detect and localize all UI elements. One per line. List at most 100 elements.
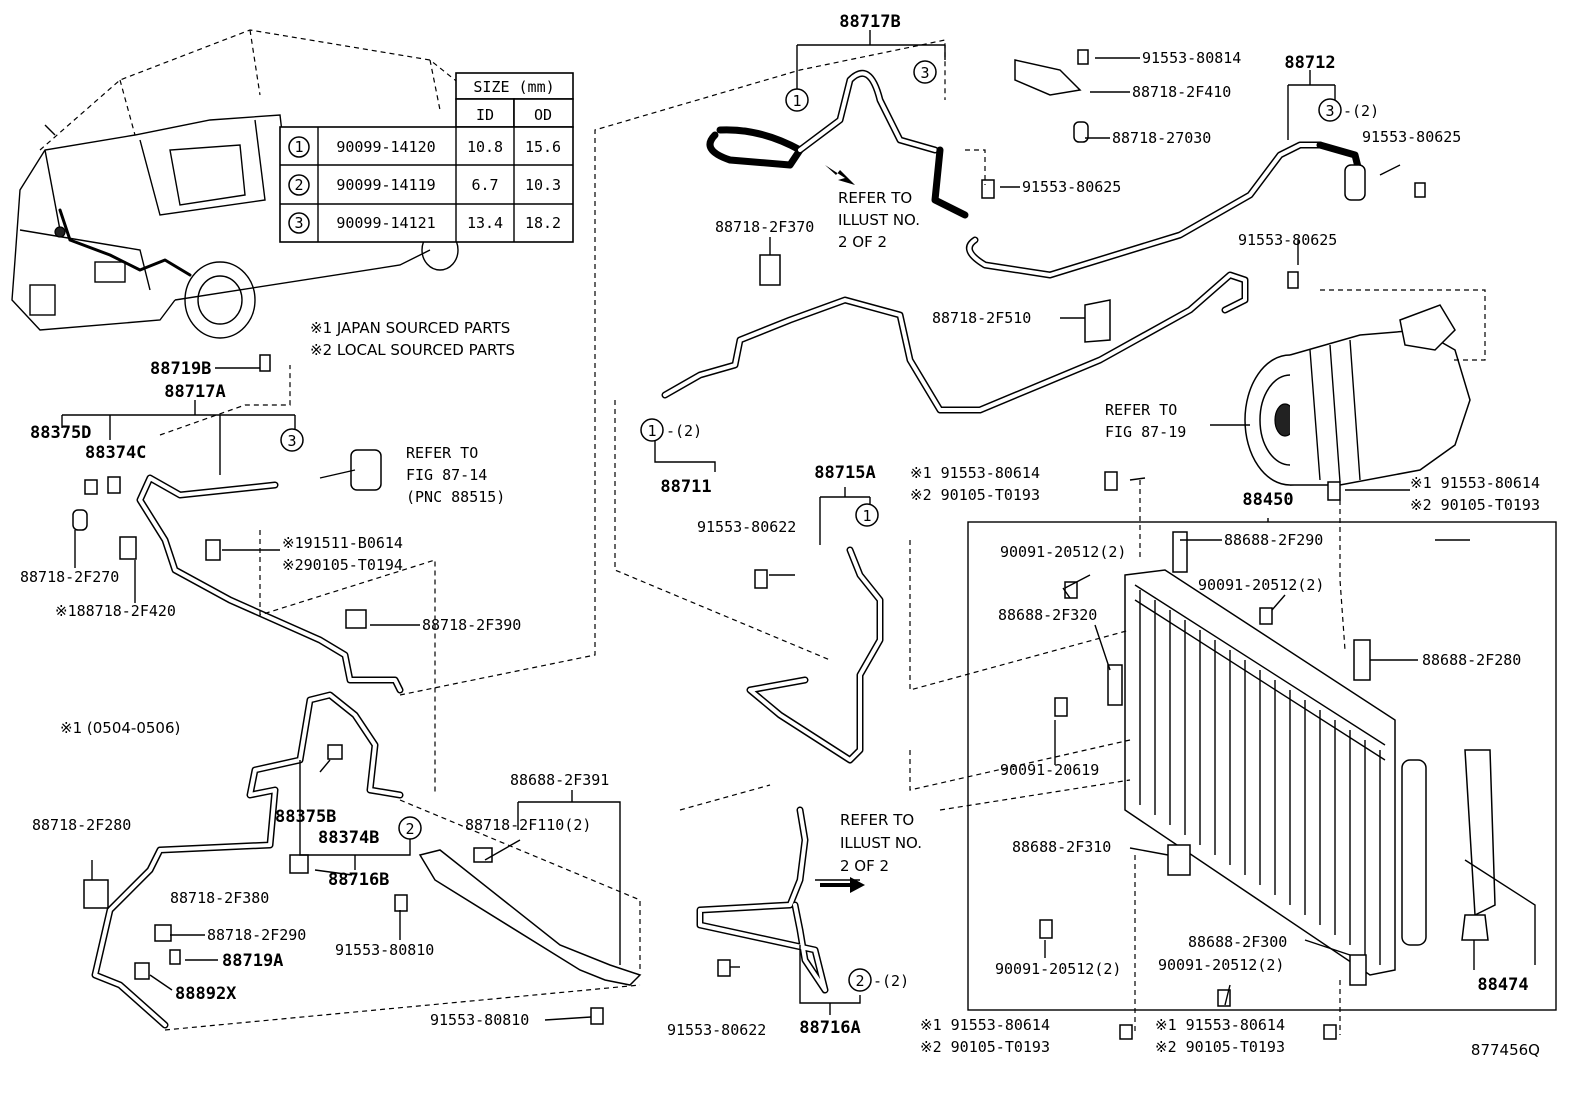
label-90091-20512-c: 90091-20512(2) <box>995 960 1121 978</box>
label-88711: 88711 <box>660 477 711 497</box>
figure-number: 877456Q <box>1471 1041 1540 1059</box>
label-91553-80814: 91553-80814 <box>1142 49 1241 67</box>
small-parts <box>72 49 1426 1040</box>
size-table-col-id: ID <box>476 106 494 124</box>
size-row-2-od: 10.3 <box>525 176 561 194</box>
size-row-3-id: 13.4 <box>467 214 503 232</box>
label-88719B: 88719B <box>150 359 211 379</box>
label-88716A: 88716A <box>799 1018 860 1038</box>
size-row-3-od: 18.2 <box>525 214 561 232</box>
size-table-col-od: OD <box>534 106 552 124</box>
size-row-1-id: 10.8 <box>467 138 503 156</box>
callout-3-88717A: 3 <box>287 432 296 450</box>
size-row-3-part: 90099-14121 <box>336 214 435 232</box>
pipes <box>91 69 1364 1029</box>
label-bottom-left-91553-80614: ※1 91553-80614 <box>920 1016 1050 1034</box>
compressor <box>1244 304 1471 486</box>
label-88374B: 88374B <box>318 828 379 848</box>
label-90091-20512-a: 90091-20512(2) <box>1000 543 1126 561</box>
label-91553-80810-left: 91553-80810 <box>335 941 434 959</box>
label-88718-2F290: 88718-2F290 <box>207 926 306 944</box>
label-right-91553-80614: ※1 91553-80614 <box>1410 474 1540 492</box>
size-row-3-num: 3 <box>294 214 303 232</box>
label-right-90105-T0193: ※2 90105-T0193 <box>1410 496 1540 514</box>
label-88450: 88450 <box>1242 490 1293 510</box>
refer-fig-87-14-line3: (PNC 88515) <box>406 488 505 506</box>
label-88688-2F310: 88688-2F310 <box>1012 838 1111 856</box>
label-88688-2F320: 88688-2F320 <box>998 606 1097 624</box>
refer-ill-top-line3: 2 OF 2 <box>838 233 887 251</box>
label-88688-2F280: 88688-2F280 <box>1422 651 1521 669</box>
refer-ill-top-line1: REFER TO <box>838 189 912 207</box>
label-91553-80810-right: 91553-80810 <box>430 1011 529 1029</box>
circle-callouts: 1 3 3 -(2) 1 -(2) 3 1 2 2 -(2) <box>280 60 1379 992</box>
size-row-2-id: 6.7 <box>471 176 498 194</box>
label-91553-80622-top: 91553-80622 <box>697 518 796 536</box>
label-88716B: 88716B <box>328 870 389 890</box>
label-91511-B0614: ※191511-B0614 <box>282 534 403 552</box>
label-88892X: 88892X <box>175 984 237 1004</box>
label-90091-20512-b: 90091-20512(2) <box>1198 576 1324 594</box>
label-88718-2F110: 88718-2F110(2) <box>465 816 591 834</box>
label-bottom-right-91553-80614: ※1 91553-80614 <box>1155 1016 1285 1034</box>
label-91553-80625-right: 91553-80625 <box>1362 128 1461 146</box>
size-row-2-part: 90099-14119 <box>336 176 435 194</box>
label-88718-2F370: 88718-2F370 <box>715 218 814 236</box>
label-90091-20512-d: 90091-20512(2) <box>1158 956 1284 974</box>
label-90091-20619: 90091-20619 <box>1000 761 1099 779</box>
callout-3-88717B: 3 <box>920 64 929 82</box>
label-88718-2F390: 88718-2F390 <box>422 616 521 634</box>
label-88718-2F280: 88718-2F280 <box>32 816 131 834</box>
label-88717A: 88717A <box>164 382 225 402</box>
callout-2-88716B: 2 <box>405 820 414 838</box>
label-90105-T0194: ※290105-T0194 <box>282 556 403 574</box>
callout-2-88716A-qty: -(2) <box>873 972 909 990</box>
size-row-2-num: 2 <box>294 176 303 194</box>
label-88718-2F380: 88718-2F380 <box>170 889 269 907</box>
refer-ill-bottom-line3: 2 OF 2 <box>840 857 889 875</box>
label-91553-80625-low: 91553-80625 <box>1238 231 1337 249</box>
note-japan-sourced: ※1 JAPAN SOURCED PARTS <box>310 319 510 337</box>
size-row-1-part: 90099-14120 <box>336 138 435 156</box>
label-mid-90105-T0193: ※2 90105-T0193 <box>910 486 1040 504</box>
refer-ill-top-line2: ILLUST NO. <box>838 211 920 229</box>
label-88688-2F391: 88688-2F391 <box>510 771 609 789</box>
refer-fig-87-14-line1: REFER TO <box>406 444 478 462</box>
label-88374C: 88374C <box>85 443 146 463</box>
van-illustration <box>11 29 481 339</box>
refer-notes: REFER TO ILLUST NO. 2 OF 2 REFER TO ILLU… <box>406 189 1186 875</box>
label-88375D: 88375D <box>30 423 91 443</box>
label-91553-80625-mid: 91553-80625 <box>1022 178 1121 196</box>
label-88717B: 88717B <box>839 12 900 32</box>
size-row-1-od: 15.6 <box>525 138 561 156</box>
refer-fig-87-14-line2: FIG 87-14 <box>406 466 487 484</box>
refer-ill-bottom-line1: REFER TO <box>840 811 914 829</box>
callout-1-88717B: 1 <box>792 92 801 110</box>
refer-ill-bottom-line2: ILLUST NO. <box>840 834 922 852</box>
label-88718-2F270: 88718-2F270 <box>20 568 119 586</box>
callout-3-88712-qty: -(2) <box>1343 102 1379 120</box>
callout-3-88712: 3 <box>1325 102 1334 120</box>
label-88688-2F290: 88688-2F290 <box>1224 531 1323 549</box>
condenser <box>967 521 1557 1011</box>
size-table: SIZE (mm) ID OD 1 90099-14120 10.8 15.6 … <box>279 72 574 243</box>
label-88718-2F410: 88718-2F410 <box>1132 83 1231 101</box>
callout-1-88711-qty: -(2) <box>666 422 702 440</box>
refer-fig-87-19-line2: FIG 87-19 <box>1105 423 1186 441</box>
label-88718-27030: 88718-27030 <box>1112 129 1211 147</box>
label-88715A: 88715A <box>814 463 875 483</box>
label-mid-91553-80614: ※1 91553-80614 <box>910 464 1040 482</box>
part-labels: 88717B 88712 91553-80814 88718-2F410 887… <box>20 12 1540 1056</box>
label-bottom-left-90105-T0193: ※2 90105-T0193 <box>920 1038 1050 1056</box>
label-88718-2F510: 88718-2F510 <box>932 309 1031 327</box>
refer-arrow-top <box>825 165 855 185</box>
label-88688-2F300: 88688-2F300 <box>1188 933 1287 951</box>
note-date-range: ※1 (0504-0506) <box>60 719 180 737</box>
note-local-sourced: ※2 LOCAL SOURCED PARTS <box>310 341 515 359</box>
refer-fig-87-19-line1: REFER TO <box>1105 401 1177 419</box>
callout-1-88711: 1 <box>647 422 656 440</box>
label-88474: 88474 <box>1477 975 1528 995</box>
label-88718-2F420: ※188718-2F420 <box>55 602 176 620</box>
label-bottom-right-90105-T0193: ※2 90105-T0193 <box>1155 1038 1285 1056</box>
